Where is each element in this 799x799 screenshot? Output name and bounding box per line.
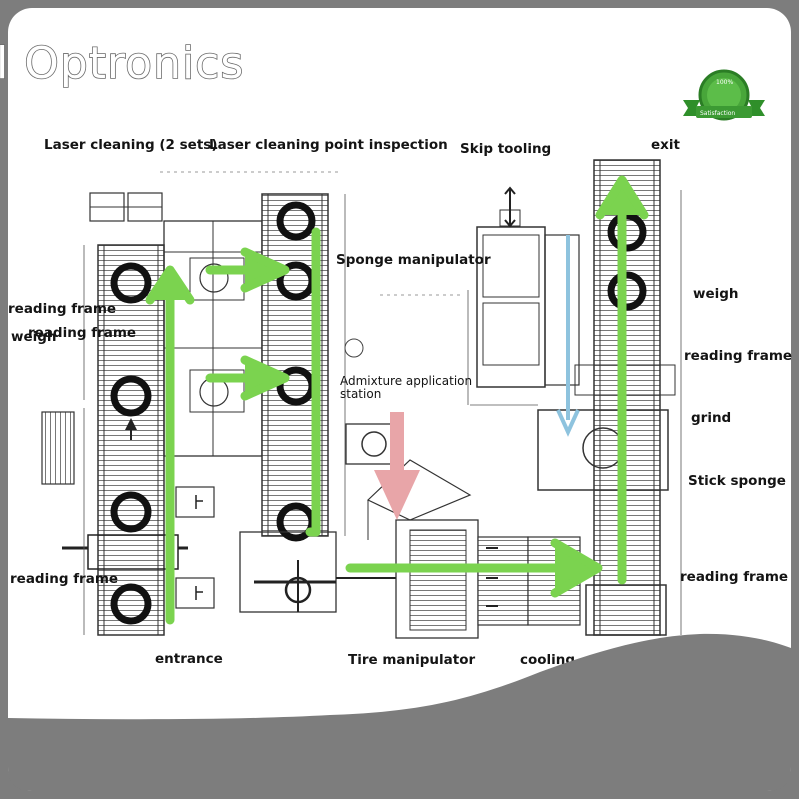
tire-icon [110,491,152,533]
label-entrance: entrance [155,651,223,667]
laser-cleaning-units [163,220,263,609]
cooling-section [395,519,581,639]
blue-down-arrow-icon [556,235,580,437]
tire-icon [110,583,152,625]
skip-tooling-machine [467,186,580,406]
label-reading-frame-right-2: reading frame [680,569,788,585]
satisfaction-badge-icon: 100% Satisfaction [683,69,765,121]
label-reading-frame-left-2: reading frame [28,325,136,341]
badge-bottom-text: Satisfaction [700,110,735,117]
label-skip-tooling: Skip tooling [460,141,551,157]
tire-icon [607,271,647,311]
label-admixture-1: Admixture application [340,374,472,388]
label-weigh-left: weigh [11,329,57,345]
right-conveyor [537,159,682,636]
left-conveyor [41,192,188,636]
label-exit: exit [651,137,680,153]
label-weigh-right: weigh [693,286,739,302]
label-reading-frame-right-1: reading frame [684,348,792,364]
label-reading-frame-left-3: reading frame [10,571,118,587]
label-laser-inspection: Laser cleaning point inspection [209,137,448,153]
process-flow-arrows [145,175,649,625]
label-cooling: cooling [520,652,575,668]
label-stick-sponge: Stick sponge [688,473,786,489]
brand-watermark: l Optronics [0,38,244,89]
tire-icon [276,201,316,241]
bottom-wave-decoration [8,633,791,791]
label-laser-cleaning: Laser cleaning (2 sets) [44,137,217,153]
label-grind: grind [691,410,731,426]
label-tire-manipulator: Tire manipulator [348,652,476,668]
tire-icon [110,262,152,304]
label-sponge-manipulator: Sponge manipulator [336,252,491,268]
tire-icon [110,375,152,417]
label-admixture-2: station [340,387,381,401]
badge-top-text: 100% [716,79,733,86]
tire-icon [607,212,647,252]
pink-down-arrow-icon [374,412,420,520]
label-reading-frame-left-1: reading frame [8,301,116,317]
